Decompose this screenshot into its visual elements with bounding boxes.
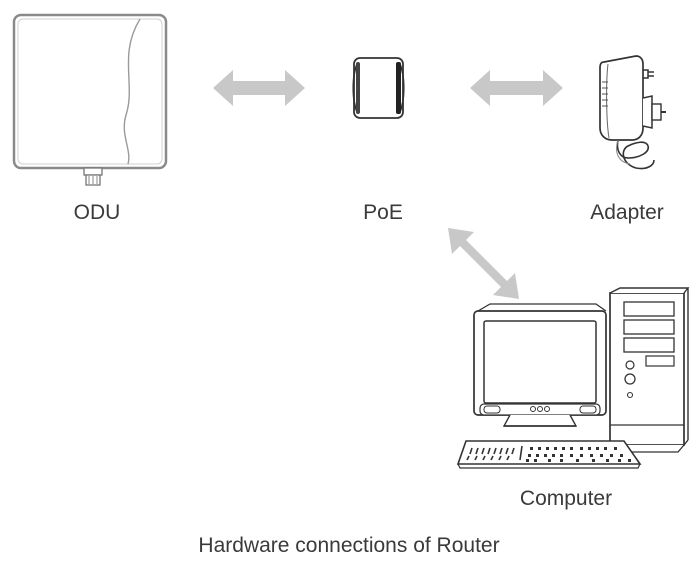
- power-adapter-icon: [599, 55, 666, 170]
- desktop-computer-icon: [456, 287, 690, 469]
- poe-injector-icon: [352, 57, 405, 119]
- diagram-caption: Hardware connections of Router: [198, 534, 500, 557]
- poe-label: PoE: [363, 201, 403, 224]
- odu-antenna-icon: [12, 13, 168, 186]
- double-arrow-icon-poe-computer: [448, 228, 519, 299]
- computer-label: Computer: [519, 487, 613, 510]
- double-arrow-icon-poe-adapter: [470, 70, 563, 106]
- adapter-label: Adapter: [590, 201, 664, 224]
- odu-label: ODU: [73, 201, 121, 224]
- double-arrow-icon-odu-poe: [213, 70, 305, 106]
